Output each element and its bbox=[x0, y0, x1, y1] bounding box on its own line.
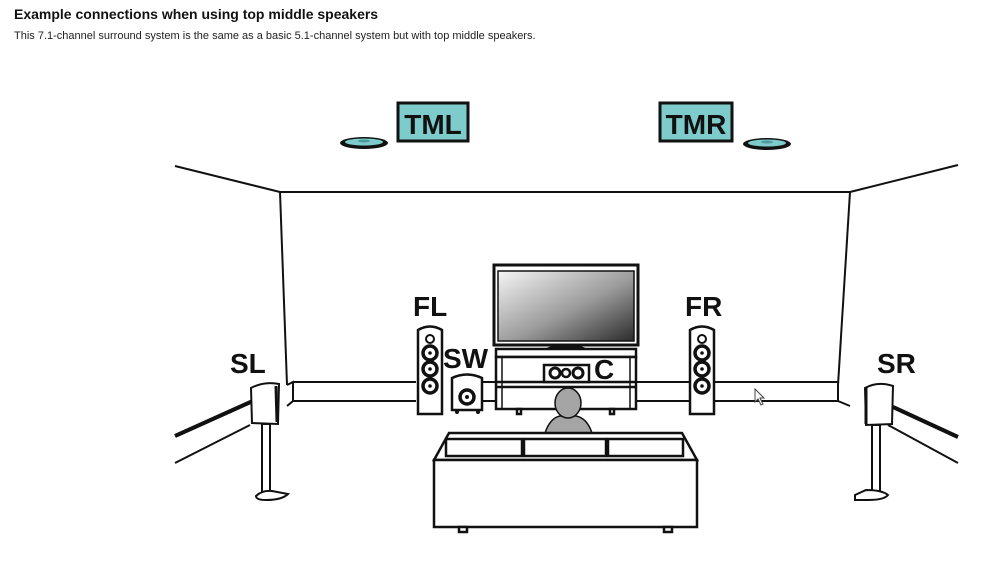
tml-label-box: TML bbox=[396, 101, 470, 143]
center-speaker bbox=[542, 363, 591, 384]
page-heading: Example connections when using top middl… bbox=[14, 6, 379, 22]
sr-speaker bbox=[854, 382, 895, 501]
tmr-speaker bbox=[743, 138, 791, 150]
listener bbox=[543, 387, 594, 434]
ceiling-left-edge bbox=[174, 165, 281, 193]
tml-label: TML bbox=[404, 109, 462, 140]
television bbox=[492, 263, 640, 352]
sl-label: SL bbox=[230, 348, 266, 379]
sl-speaker bbox=[249, 382, 291, 502]
fl-label: FL bbox=[413, 291, 447, 322]
sr-label: SR bbox=[877, 348, 916, 379]
tmr-label-box: TMR bbox=[658, 101, 734, 143]
c-label: C bbox=[594, 354, 614, 385]
sw-label: SW bbox=[443, 343, 489, 374]
fl-speaker bbox=[416, 325, 444, 416]
page-description: This 7.1-channel surround system is the … bbox=[14, 30, 536, 42]
ceiling-right-edge bbox=[849, 164, 959, 193]
subwoofer bbox=[450, 373, 484, 414]
room bbox=[174, 164, 959, 464]
mouse-cursor-icon bbox=[754, 388, 766, 406]
tml-speaker bbox=[340, 137, 388, 149]
back-wall-right-corner bbox=[837, 191, 851, 386]
tmr-label: TMR bbox=[666, 109, 727, 140]
back-wall-left-corner bbox=[279, 191, 288, 386]
sofa bbox=[431, 431, 700, 534]
fr-label: FR bbox=[685, 291, 722, 322]
fr-speaker bbox=[688, 325, 716, 416]
